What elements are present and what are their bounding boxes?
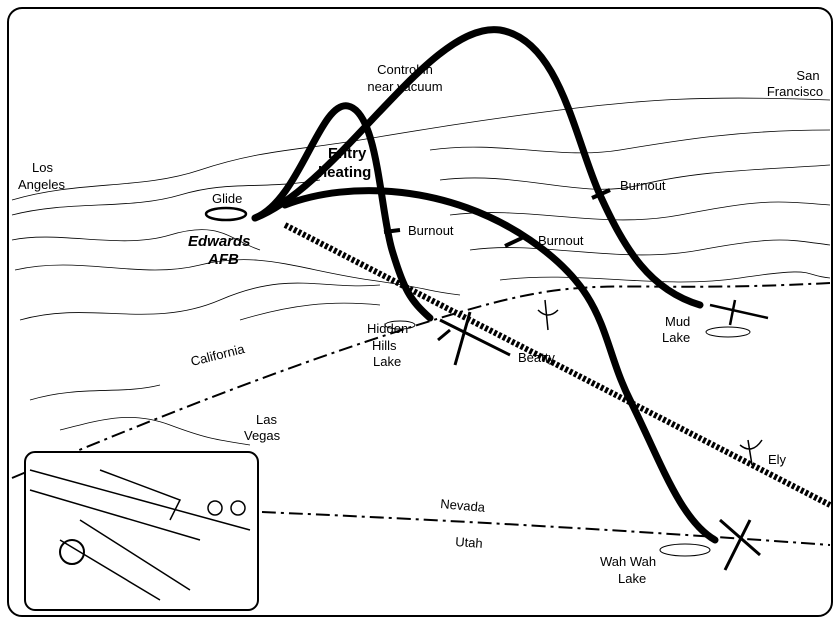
map-labels: Control in near vacuum San Francisco Los… [18, 62, 823, 586]
label-wah-wah: Wah Wah [600, 554, 656, 569]
path-shape [59, 416, 251, 446]
label-lake-wah-wah: Lake [618, 571, 646, 586]
trajectory-wah-wah [281, 187, 719, 544]
line-shape [383, 228, 401, 234]
label-burnout-1: Burnout [408, 223, 454, 238]
inset-launch-illustration [24, 451, 259, 611]
label-heating: heating [318, 164, 371, 181]
label-san: San [796, 68, 819, 83]
label-entry: Entry [328, 145, 367, 162]
aircraft-icon-mud-lake [709, 299, 769, 326]
trajectories [204, 26, 832, 544]
trajectory-hidden-hills [251, 102, 434, 322]
trajectory-mud-lake [251, 26, 704, 309]
label-angeles: Angeles [18, 177, 65, 192]
label-lake-hidden-hills: Lake [373, 354, 401, 369]
radar-icon-beatty [537, 299, 559, 331]
line-shape [504, 236, 523, 248]
rect-shape [24, 451, 259, 611]
path-shape [429, 129, 831, 154]
ellipse-shape [705, 326, 751, 338]
label-beatty: Beatty [518, 350, 555, 365]
glide-loop [204, 206, 248, 222]
label-mud: Mud [665, 314, 690, 329]
label-control-in: Control in [377, 62, 433, 77]
label-glide: Glide [212, 191, 242, 206]
path-shape [469, 239, 831, 256]
label-ely: Ely [768, 452, 787, 467]
path-shape [14, 259, 461, 296]
burnout-markers [383, 188, 611, 248]
line-shape [591, 188, 611, 200]
label-las: Las [256, 412, 277, 427]
label-nevada: Nevada [440, 496, 487, 515]
b52-aircraft-icon-beatty [437, 311, 511, 366]
label-edwards: Edwards [188, 233, 251, 250]
label-afb: AFB [207, 251, 239, 268]
nevada-utah-border [261, 511, 831, 546]
path-shape [29, 469, 251, 601]
label-burnout-2: Burnout [620, 178, 666, 193]
ellipse-shape [659, 543, 711, 557]
circle-shape [230, 500, 246, 516]
label-hidden: Hidden [367, 321, 408, 336]
label-vegas: Vegas [244, 428, 281, 443]
radar-icon-ely [739, 439, 763, 466]
label-francisco: Francisco [767, 84, 823, 99]
ground-track [283, 222, 832, 508]
label-burnout-3: Burnout [538, 233, 584, 248]
label-los: Los [32, 160, 53, 175]
path-shape [11, 229, 261, 251]
aircraft-icon-wah-wah [719, 518, 761, 571]
label-hills: Hills [372, 338, 397, 353]
label-lake-mud: Lake [662, 330, 690, 345]
ellipse-shape [384, 320, 416, 330]
label-near-vacuum: near vacuum [367, 79, 442, 94]
path-shape [29, 384, 161, 401]
circle-shape [207, 500, 223, 516]
lakes [384, 320, 751, 557]
path-shape [11, 179, 321, 216]
aircraft-icons [437, 299, 769, 571]
path-shape [499, 271, 831, 283]
terrain [11, 97, 831, 446]
path-shape [11, 97, 831, 201]
path-shape [19, 282, 381, 321]
label-utah: Utah [455, 534, 483, 551]
path-shape [449, 201, 831, 221]
path-shape [239, 302, 381, 321]
circle-shape [59, 539, 85, 565]
path-shape [439, 164, 831, 190]
